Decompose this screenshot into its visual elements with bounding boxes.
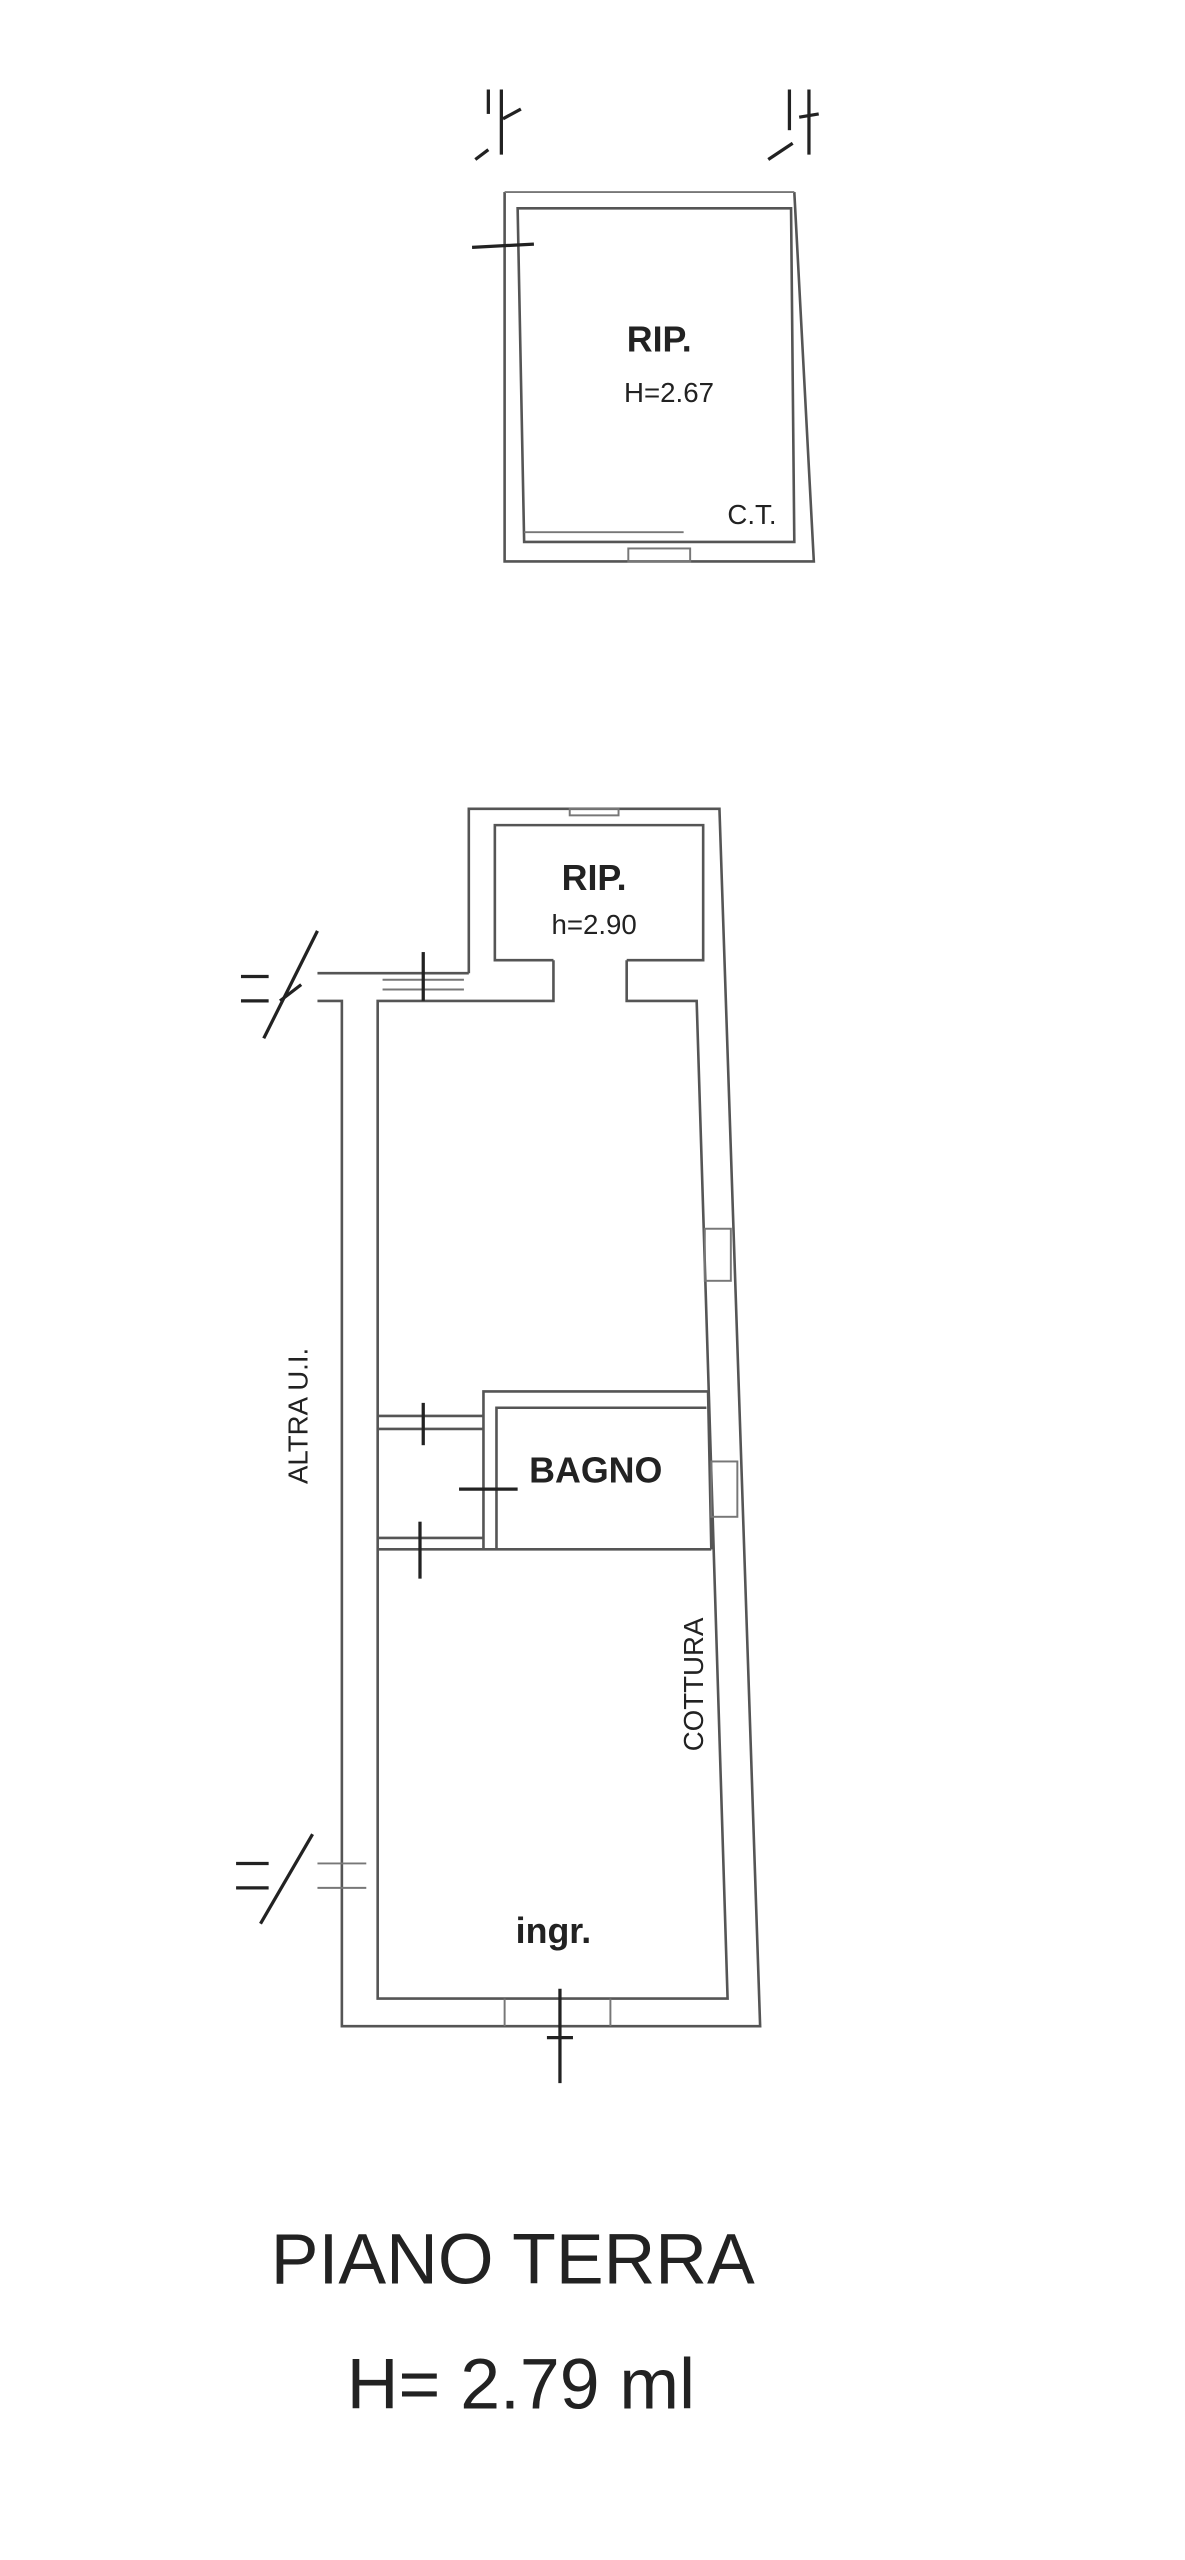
storage-height: h=2.90	[551, 909, 636, 940]
window-top-left	[382, 952, 464, 1001]
upper-window	[524, 531, 692, 563]
ground-floor-plan: RIP. h=2.90 BAGNO COTTURA ALTRA U.I. ing…	[236, 807, 762, 2084]
upper-room-label: RIP.	[627, 320, 692, 360]
floor-height: H= 2.79 ml	[347, 2345, 695, 2425]
storage-window	[568, 807, 620, 817]
break-mark-lower-left	[236, 1833, 367, 1925]
upper-room-height: H=2.67	[624, 377, 714, 408]
bathroom	[377, 1390, 713, 1579]
floor-title: PIANO TERRA	[271, 2219, 755, 2299]
entrance-door	[503, 1988, 612, 2084]
window-right-2	[710, 1460, 739, 1518]
entrance-label: ingr.	[516, 1911, 592, 1951]
break-mark-upper-left	[240, 930, 319, 1040]
break-mark-right	[767, 89, 819, 161]
upper-storage-room: RIP. H=2.67 C.T.	[471, 89, 819, 563]
cooking-label: COTTURA	[678, 1617, 709, 1751]
break-mark-left	[471, 89, 534, 249]
boiler-label: C.T.	[727, 499, 776, 530]
bathroom-label: BAGNO	[529, 1451, 662, 1491]
window-right-1	[703, 1227, 732, 1282]
adjacent-unit-label: ALTRA U.I.	[283, 1348, 314, 1484]
storage-label: RIP.	[562, 858, 627, 898]
